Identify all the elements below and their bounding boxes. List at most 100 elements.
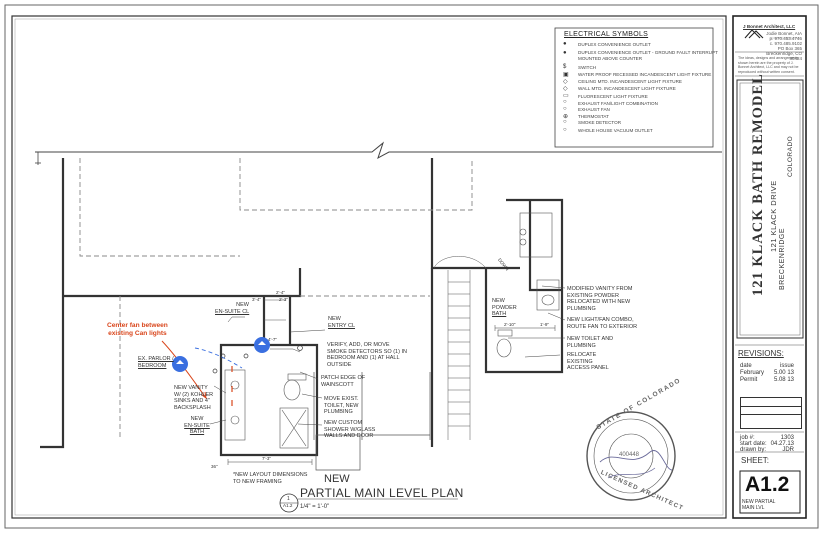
note-new-toilet: NEW TOILET AND PLUMBING: [567, 336, 613, 349]
note-line: EXISTING: [567, 358, 593, 365]
note-line: NEW: [190, 416, 204, 422]
note-line: BACKSPLASH: [174, 404, 211, 411]
room-label-powder-bath: NEW POWDER BATH: [492, 298, 517, 318]
note-modified-vanity: MODIFIED VANITY FROM EXISTING POWDER REL…: [567, 286, 633, 312]
note-line: BATH: [189, 429, 205, 435]
dimension-label: 2'-3": [279, 297, 288, 302]
revision-value: 5.00 13: [773, 370, 794, 376]
note-line: PLUMBING: [324, 409, 353, 415]
note-line: RELOCATE: [567, 352, 597, 358]
legend-label: WALL MTD. INCANDESCENT LIGHT FIXTURE: [578, 86, 676, 91]
start-date: 04.27.13: [770, 441, 794, 447]
note-line: ENTRY CL: [328, 322, 356, 329]
legend-label: WHOLE HOUSE VACUUM OUTLET: [578, 128, 653, 133]
note-line: SHOWER W/GLASS: [324, 426, 376, 433]
markup-comment: Center fan between existing Can lights: [107, 322, 168, 338]
gfi-outlet-icon: ●: [563, 50, 567, 56]
sheet-title-line: MAIN LVL: [742, 505, 765, 511]
note-verify-smoke: VERIFY, ADD, OR MOVE SMOKE DETECTORS SO …: [327, 342, 407, 368]
legend-label: SWITCH: [578, 65, 597, 70]
note-line: BATH: [492, 311, 507, 317]
revision-row: Permit 5.08 13: [740, 377, 794, 383]
job-number: 1303: [780, 435, 794, 441]
dimension-label: 4'-7": [268, 337, 277, 342]
ceiling-light-icon: ◇: [563, 79, 568, 85]
firm-name: J Bonnet Architect, LLC: [743, 24, 796, 29]
note-line: PATCH EDGE OF: [321, 375, 366, 381]
plan-title: PARTIAL MAIN LEVEL PLAN: [300, 486, 464, 500]
revision-value: issue: [779, 363, 794, 369]
outlet-icon: ●: [563, 41, 567, 47]
note-line: POWDER: [492, 304, 517, 311]
note-line: BEDROOM AND (1) AT HALL: [327, 355, 400, 361]
switch-icon: $: [563, 64, 567, 70]
note-line: NEW LIGHT/FAN COMBO,: [567, 317, 634, 323]
legend-label: SMOKE DETECTOR: [578, 120, 622, 125]
firm-contact: Jodie Bonnet, AIA p. 970.453.4746 c. 970…: [766, 31, 802, 61]
legend-label: CEILING MTD. INCANDESCENT LIGHT FIXTURE: [578, 79, 682, 84]
note-line: NEW VANITY: [174, 385, 208, 391]
issue-box: [740, 397, 802, 429]
fluorescent-light-icon: ▭: [563, 93, 569, 99]
note-line: NEW: [328, 316, 341, 322]
note-line: EN-SUITE CL: [215, 308, 250, 315]
dimension-label: 36": [211, 464, 218, 469]
plan-title-prefix: NEW: [324, 473, 350, 485]
stamp-license-number: 400448: [619, 452, 640, 458]
note-new-en-suite-cl: NEW EN-SUITE CL: [215, 302, 249, 315]
note-line: NEW CUSTOM: [324, 420, 363, 426]
drawn-by-label: drawn by:: [740, 447, 767, 453]
legend-label: WATER PROOF RECESSED INCANDESCENT LIGHT …: [578, 72, 712, 77]
note-line: W/ (2) KOHLER: [174, 391, 214, 398]
drawn-by-row: drawn by: JDR: [740, 447, 794, 453]
note-line: EX. PARLOR /: [138, 356, 174, 362]
job-number-row: job #: 1303: [740, 435, 794, 441]
dimension-label: 3'-4": [252, 297, 261, 302]
legend-label: DUPLEX CONVENIENCE OUTLET: [578, 42, 651, 47]
note-line: BEDROOM: [138, 362, 167, 369]
dimension-label: 1'-9": [540, 322, 549, 327]
firm-contact-line: p. 970.453.4746: [769, 36, 802, 41]
drawing-scale: 1/4" = 1'-0": [300, 504, 330, 510]
note-line: PLUMBING: [567, 305, 596, 312]
legend-label: EXHAUST FAN/LIGHT COMBINATION: [578, 101, 658, 106]
firm-contact-line: Jodie Bonnet, AIA: [766, 31, 802, 36]
smoke-detector-icon: ○: [563, 119, 567, 125]
note-line: VERIFY, ADD, OR MOVE: [327, 342, 390, 348]
note-line: SINKS AND 4": [174, 398, 210, 404]
legend-label: EXHAUST FAN: [578, 107, 610, 112]
firm-contact-line: PO Box 365: [777, 46, 802, 51]
note-relocate-access: RELOCATE EXISTING ACCESS PANEL: [567, 352, 609, 372]
note-new-vanity: NEW VANITY W/ (2) KOHLER SINKS AND 4" BA…: [174, 385, 213, 411]
wall-light-icon: ◇: [563, 86, 568, 92]
note-line: EN-SUITE: [184, 422, 210, 429]
thermostat-icon: ⊕: [563, 114, 569, 120]
sheet-title: NEW PARTIAL MAIN LVL: [742, 499, 775, 511]
legend-label: THERMOSTAT: [578, 114, 609, 119]
project-city: BRECKENRIDGE: [779, 227, 786, 290]
note-new-entry-cl: NEW ENTRY CL: [328, 316, 355, 329]
markup-line: Center fan between: [107, 322, 168, 329]
note-line: SMOKE DETECTORS SO (1) IN: [327, 348, 407, 355]
drawn-by: JDR: [782, 447, 794, 453]
note-line: EXISTING POWDER: [567, 292, 619, 299]
note-line: RELOCATED WITH NEW: [567, 299, 631, 305]
sheet-title-line: NEW PARTIAL: [742, 499, 776, 505]
note-custom-shower: NEW CUSTOM SHOWER W/GLASS WALLS AND DOOR: [324, 420, 375, 440]
note-line: TOILET, NEW: [324, 402, 359, 409]
project-name: 121 KLACK BATH REMODEL: [750, 73, 766, 296]
note-line: TO NEW FRAMING: [233, 478, 282, 485]
legend-label: FLUORESCENT LIGHT FIXTURE: [578, 94, 648, 99]
revision-value: 5.08 13: [773, 377, 794, 383]
note-line: OUTSIDE: [327, 361, 352, 368]
note-layout-dimensions: *NEW LAYOUT DIMENSIONS TO NEW FRAMING: [233, 472, 307, 485]
firm-contact-line: Breckenridge, CO 80424: [766, 51, 802, 61]
disclaimer: The ideas, designs and arrangements show…: [738, 56, 799, 74]
revision-label: date: [740, 363, 752, 369]
start-date-label: start date:: [740, 441, 767, 447]
note-line: ROUTE FAN TO EXTERIOR: [567, 323, 638, 330]
note-line: WALLS AND DOOR: [324, 433, 374, 439]
note-line: MODIFIED VANITY FROM: [567, 286, 633, 292]
